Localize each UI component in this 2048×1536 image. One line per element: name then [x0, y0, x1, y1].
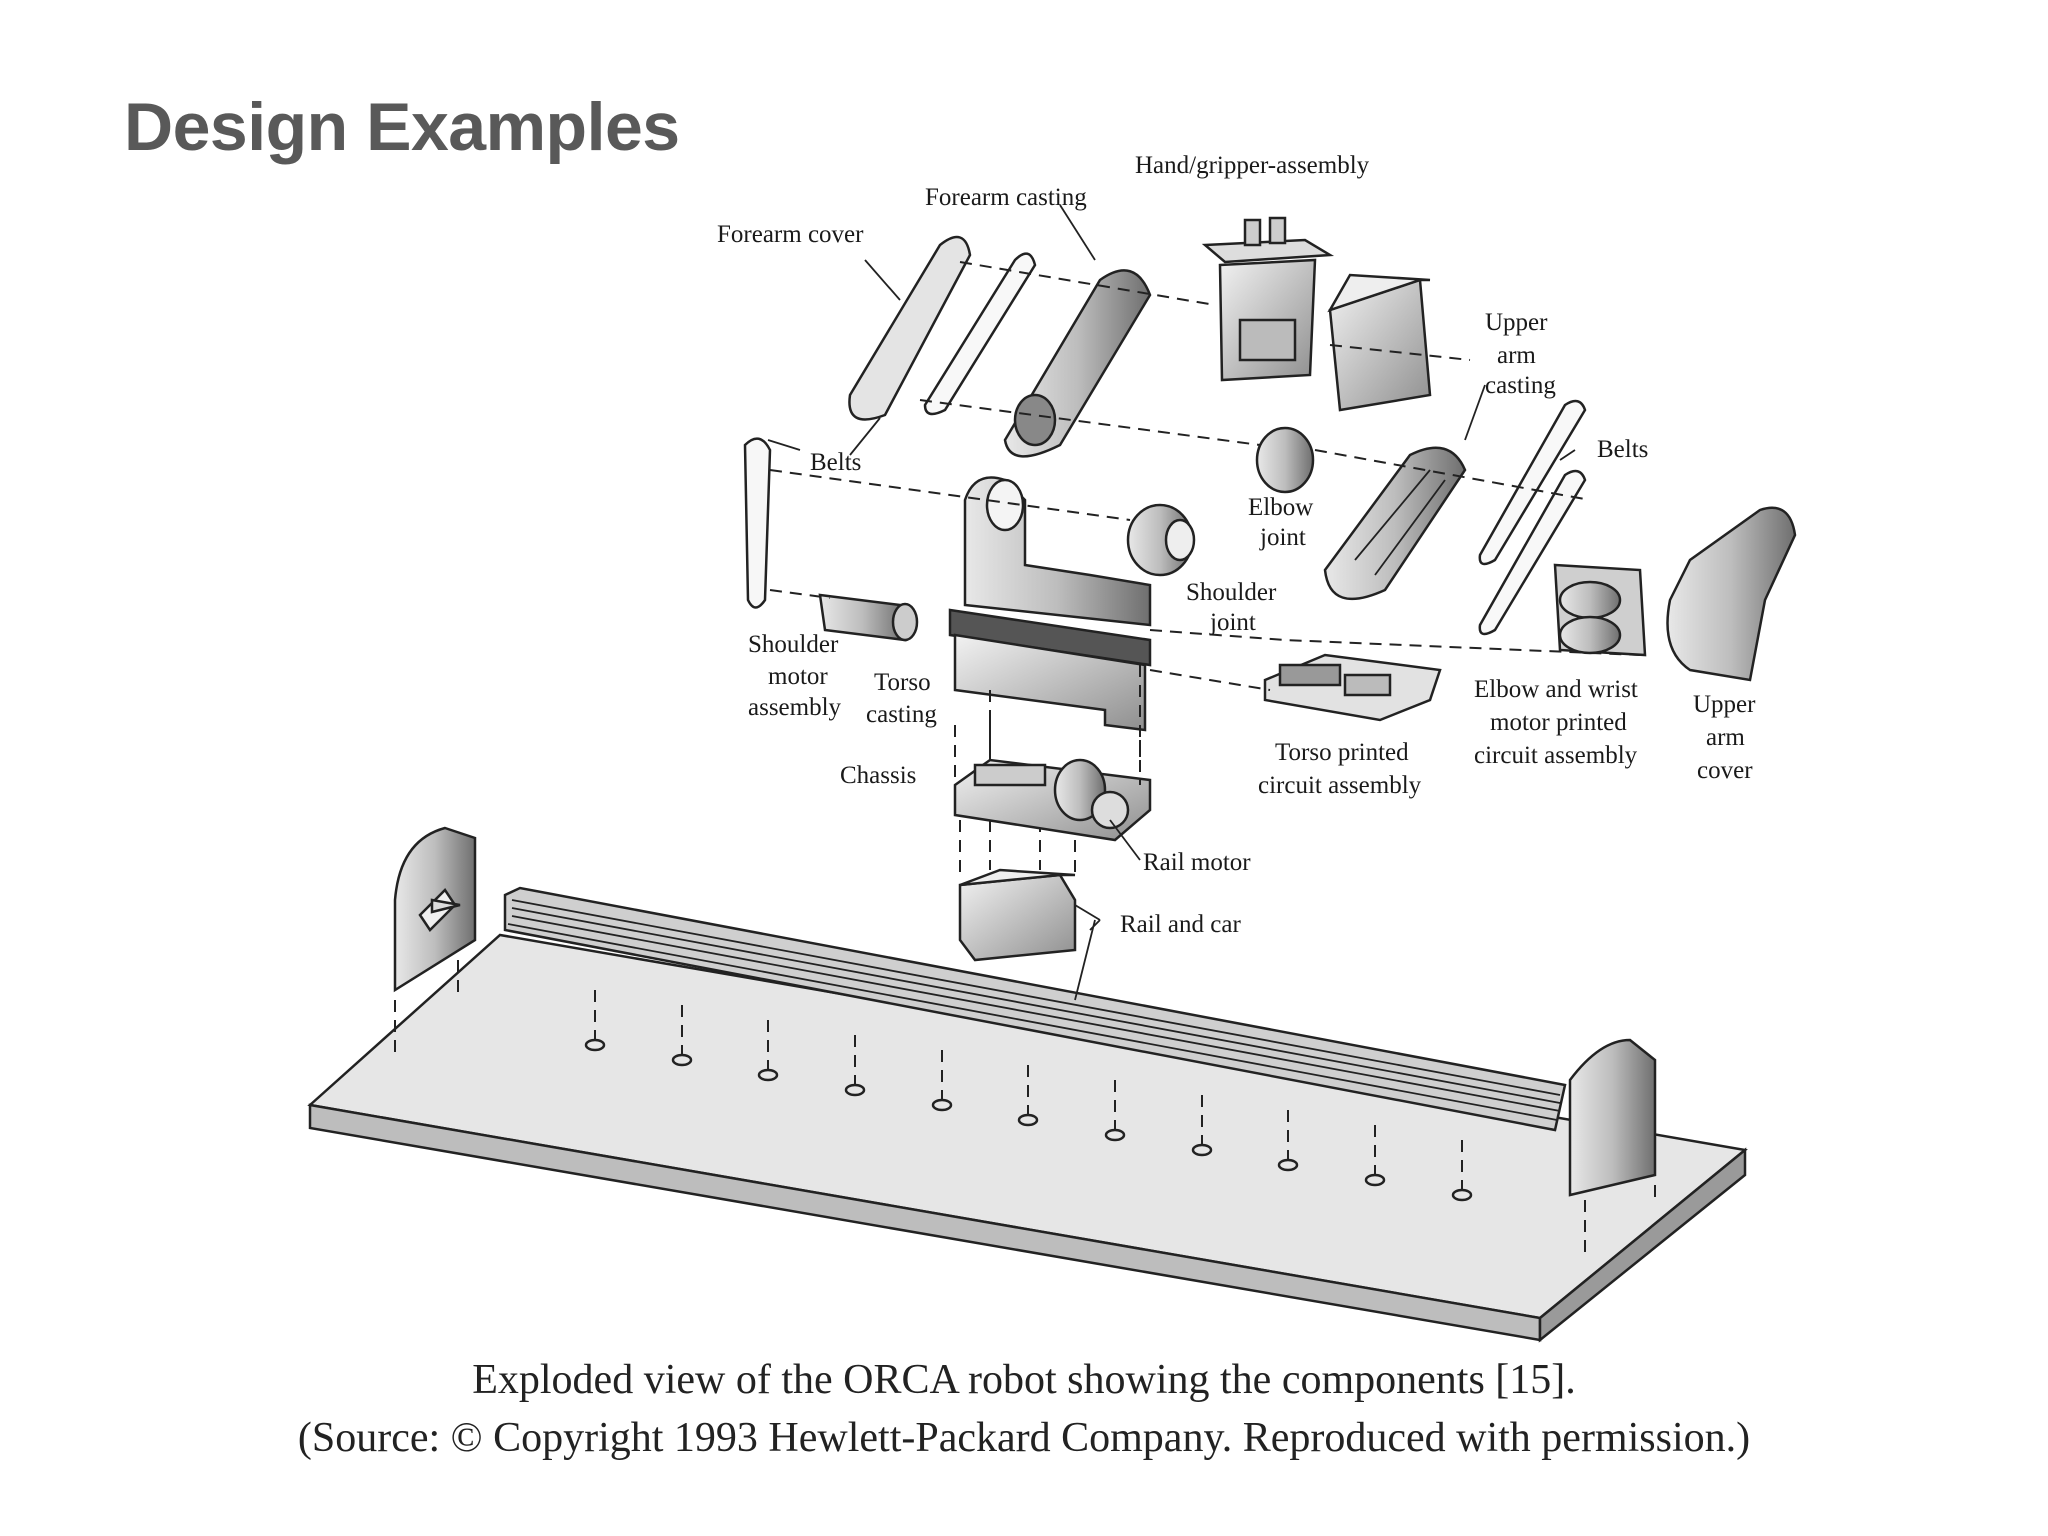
- label-chassis: Chassis: [840, 762, 916, 789]
- label-forearm-cover: Forearm cover: [717, 221, 864, 248]
- upper-arm-casting: [1323, 446, 1467, 601]
- base-plate: [307, 933, 1748, 1343]
- label-torso-casting-2: casting: [866, 701, 937, 728]
- label-elbow-joint-1: Elbow: [1248, 494, 1313, 521]
- rail-car: [958, 820, 1077, 962]
- assembly-axes: [769, 261, 1641, 691]
- hand-gripper: [1201, 216, 1335, 382]
- forearm-belt: [923, 252, 1037, 416]
- elbow-wrist-pcb: [1553, 563, 1647, 657]
- label-shoulder-joint-2: joint: [1209, 609, 1256, 636]
- label-upper-arm-casting-2: arm: [1497, 342, 1536, 369]
- label-rail-motor: Rail motor: [1143, 849, 1251, 876]
- label-torso-pcb-1: Torso printed: [1275, 739, 1409, 766]
- label-upper-arm-cover-3: cover: [1697, 757, 1753, 784]
- forearm-casting: [1003, 269, 1152, 458]
- leader-lines: [767, 204, 1576, 1001]
- caption-line-1: Exploded view of the ORCA robot showing …: [472, 1357, 1576, 1403]
- label-belts-right: Belts: [1597, 436, 1648, 463]
- label-shoulder-motor-2: motor: [768, 663, 828, 690]
- upper-arm-cover: [1666, 506, 1797, 682]
- upper-arm-panel: [1327, 273, 1432, 412]
- belt-left: [743, 437, 772, 609]
- caption-line-2: (Source: © Copyright 1993 Hewlett-Packar…: [297, 1415, 1751, 1461]
- torso-pcb: [1263, 653, 1442, 722]
- label-elbow-wrist-pcb-2: motor printed: [1490, 709, 1627, 736]
- mounting-holes: [394, 960, 1656, 1260]
- label-hand-gripper: Hand/gripper-assembly: [1135, 152, 1370, 179]
- end-cap-right: [1568, 1038, 1657, 1197]
- shoulder-joint: [1126, 503, 1196, 577]
- label-upper-arm-cover-2: arm: [1706, 724, 1745, 751]
- belts-right: [1478, 399, 1587, 636]
- label-shoulder-joint-1: Shoulder: [1186, 579, 1277, 606]
- label-upper-arm-casting-3: casting: [1485, 372, 1556, 399]
- shoulder-motor: [818, 593, 919, 642]
- torso-casting: [948, 476, 1152, 760]
- label-torso-pcb-2: circuit assembly: [1258, 772, 1422, 799]
- label-upper-arm-cover-1: Upper: [1693, 691, 1756, 718]
- label-elbow-wrist-pcb-3: circuit assembly: [1474, 742, 1638, 769]
- label-belts-left: Belts: [810, 449, 861, 476]
- forearm-cover: [848, 235, 972, 421]
- label-shoulder-motor-1: Shoulder: [748, 631, 839, 658]
- elbow-joint: [1255, 426, 1315, 494]
- label-elbow-wrist-pcb-1: Elbow and wrist: [1474, 676, 1638, 703]
- label-torso-casting-1: Torso: [874, 669, 931, 696]
- label-forearm-casting: Forearm casting: [925, 184, 1087, 211]
- label-elbow-joint-2: joint: [1259, 524, 1306, 551]
- end-cap-left: [393, 826, 477, 993]
- rail: [503, 886, 1567, 1132]
- label-rail-and-car: Rail and car: [1120, 911, 1241, 938]
- label-shoulder-motor-3: assembly: [748, 694, 842, 721]
- label-upper-arm-casting-1: Upper: [1485, 309, 1548, 336]
- chassis: [953, 700, 1152, 842]
- slide-title: Design Examples: [124, 89, 680, 165]
